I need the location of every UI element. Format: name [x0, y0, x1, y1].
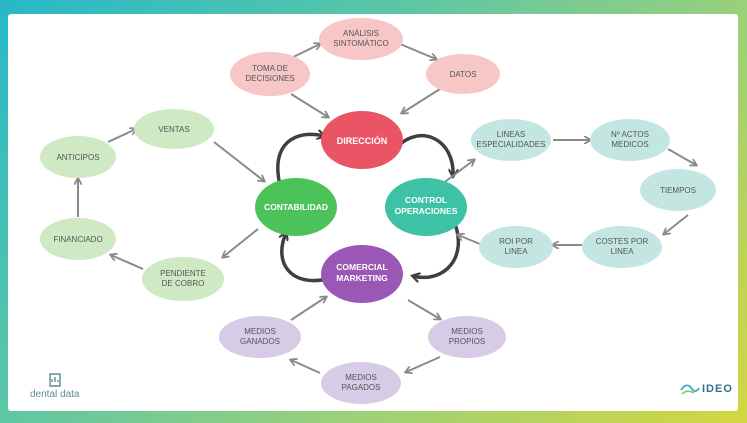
node-financiado: FINANCIADO	[40, 218, 116, 260]
svg-text:ESPECIALIDADES: ESPECIALIDADES	[477, 140, 546, 149]
svg-text:PENDIENTE: PENDIENTE	[160, 269, 206, 278]
arrow-ventas-to-contabilidad	[213, 141, 264, 181]
svg-text:ANÁLISIS: ANÁLISIS	[343, 29, 379, 38]
svg-text:CONTROL: CONTROL	[405, 195, 447, 205]
svg-text:DIRECCIÓN: DIRECCIÓN	[337, 135, 388, 146]
node-tiempos: TIEMPOS	[640, 169, 716, 211]
arrow-analisis-to-datos	[399, 43, 436, 59]
arrow-roi-to-control	[458, 235, 481, 245]
slide-canvas: TOMA DE DECISIONES ANÁLISIS SINTOMÁTICO …	[8, 14, 738, 411]
arrow-ganados-to-comercial	[290, 297, 326, 321]
ideo-logo-text: IDEO	[702, 383, 733, 395]
wave-logo-icon	[680, 384, 700, 395]
connector-arrows	[78, 44, 696, 373]
arrow-anticipos-to-ventas	[107, 129, 136, 143]
node-lineas-especialidades: LINEAS ESPECIALIDADES	[471, 119, 551, 161]
arrow-datos-to-direccion	[402, 88, 441, 113]
svg-text:COMERCIAL: COMERCIAL	[336, 262, 387, 272]
svg-text:Nº ACTOS: Nº ACTOS	[611, 130, 649, 139]
node-pendiente-de-cobro: PENDIENTE DE COBRO	[142, 257, 224, 301]
svg-text:DATOS: DATOS	[450, 70, 477, 79]
svg-text:TOMA DE: TOMA DE	[252, 64, 288, 73]
svg-text:LINEA: LINEA	[610, 247, 634, 256]
svg-text:ROI POR: ROI POR	[499, 237, 533, 246]
svg-text:LINEAS: LINEAS	[497, 130, 525, 139]
arrow-contabilidad-to-pendiente	[223, 228, 259, 257]
node-medios-propios: MEDIOS PROPIOS	[428, 316, 506, 358]
hub-contabilidad: CONTABILIDAD	[255, 178, 337, 236]
node-toma-decisiones: TOMA DE DECISIONES	[230, 52, 310, 96]
svg-text:MEDICOS: MEDICOS	[611, 140, 648, 149]
node-roi-por-linea: ROI POR LINEA	[479, 226, 553, 268]
svg-text:FINANCIADO: FINANCIADO	[53, 235, 102, 244]
hub-control-operaciones: CONTROL OPERACIONES	[385, 178, 467, 236]
loop-arrow-control-to-comercial	[413, 218, 460, 277]
svg-text:DE COBRO: DE COBRO	[162, 279, 205, 288]
arrow-control-to-lineas	[441, 160, 474, 185]
arrow-tiempos-to-costes	[664, 214, 689, 234]
flow-diagram: TOMA DE DECISIONES ANÁLISIS SINTOMÁTICO …	[40, 18, 716, 404]
svg-text:GANADOS: GANADOS	[240, 337, 280, 346]
node-actos-medicos: Nº ACTOS MEDICOS	[590, 119, 670, 161]
tooth-chart-icon	[49, 373, 61, 387]
arrow-pendiente-to-financiado	[111, 255, 144, 270]
node-costes-por-linea: COSTES POR LINEA	[582, 226, 662, 268]
svg-text:OPERACIONES: OPERACIONES	[395, 206, 458, 216]
hub-comercial-marketing: COMERCIAL MARKETING	[321, 245, 403, 303]
dental-data-logo: dental data	[30, 372, 80, 400]
arrow-comercial-to-propios	[407, 299, 440, 319]
arrow-propios-to-pagados	[406, 356, 441, 372]
node-analisis-sintomatico: ANÁLISIS SINTOMÁTICO	[319, 18, 403, 60]
hub-direccion: DIRECCIÓN	[321, 111, 403, 169]
arrow-pagados-to-ganados	[291, 360, 321, 374]
arrow-actos-to-tiempos	[667, 148, 696, 165]
svg-text:ANTICIPOS: ANTICIPOS	[56, 153, 99, 162]
node-datos: DATOS	[426, 54, 500, 94]
svg-text:VENTAS: VENTAS	[158, 125, 189, 134]
svg-text:SINTOMÁTICO: SINTOMÁTICO	[333, 39, 388, 48]
svg-text:DECISIONES: DECISIONES	[245, 74, 294, 83]
arrow-toma-to-direccion	[290, 93, 328, 117]
node-medios-pagados: MEDIOS PAGADOS	[321, 362, 401, 404]
svg-text:TIEMPOS: TIEMPOS	[660, 186, 696, 195]
loop-arrow-comercial-to-contabilidad	[282, 233, 328, 283]
svg-text:PAGADOS: PAGADOS	[342, 383, 381, 392]
svg-text:LINEA: LINEA	[504, 247, 528, 256]
dental-data-logo-text: dental data	[30, 389, 80, 400]
svg-text:MEDIOS: MEDIOS	[345, 373, 377, 382]
node-ventas: VENTAS	[134, 109, 214, 149]
svg-text:MEDIOS: MEDIOS	[451, 327, 483, 336]
node-medios-ganados: MEDIOS GANADOS	[219, 316, 301, 358]
svg-text:PROPIOS: PROPIOS	[449, 337, 485, 346]
node-anticipos: ANTICIPOS	[40, 136, 116, 178]
ideo-logo: IDEO	[680, 382, 733, 396]
svg-text:MARKETING: MARKETING	[336, 273, 388, 283]
svg-text:COSTES POR: COSTES POR	[596, 237, 649, 246]
loop-arrow-contabilidad-to-direccion	[276, 134, 324, 186]
central-cycle-arrows	[276, 134, 460, 283]
svg-text:CONTABILIDAD: CONTABILIDAD	[264, 202, 328, 212]
svg-text:MEDIOS: MEDIOS	[244, 327, 276, 336]
loop-arrow-direccion-to-control	[394, 134, 453, 176]
